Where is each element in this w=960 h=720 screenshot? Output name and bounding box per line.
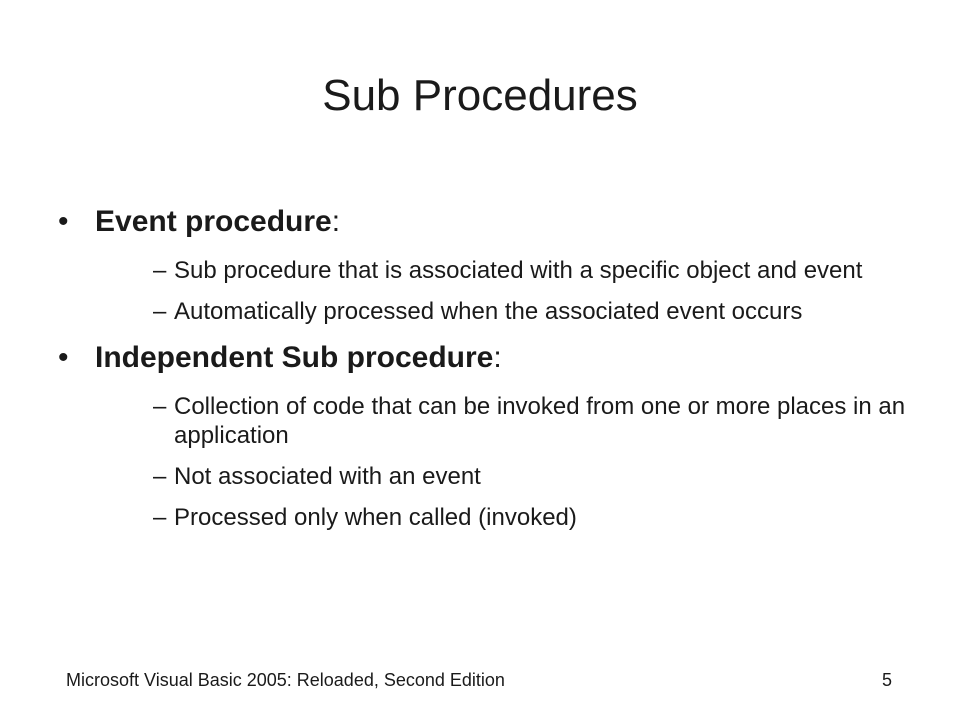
dash-symbol: – xyxy=(153,298,167,325)
footer-page-number: 5 xyxy=(881,670,892,690)
sub-bullet-text: Not associated with an event xyxy=(174,463,481,490)
bullet-heading: Independent Sub procedure xyxy=(95,341,494,374)
sub-bullet-text: Collection of code that can be invoked f… xyxy=(174,393,906,449)
sub-bullet-list: – Sub procedure that is associated with … xyxy=(95,256,908,326)
sub-bullet-item: – Processed only when called (invoked) xyxy=(95,503,908,532)
slide-content: • Event procedure: – Sub procedure that … xyxy=(58,200,908,540)
dash-symbol: – xyxy=(153,257,167,284)
sub-bullet-item: – Automatically processed when the assoc… xyxy=(95,297,908,326)
footer-course-title: Microsoft Visual Basic 2005: Reloaded, S… xyxy=(66,670,505,690)
bullet-independent-sub-procedure: • Independent Sub procedure: – Collectio… xyxy=(58,336,908,532)
dash-symbol: – xyxy=(153,393,167,420)
sub-bullet-item: – Collection of code that can be invoked… xyxy=(95,392,908,450)
bullet-heading: Event procedure xyxy=(95,205,332,238)
dash-symbol: – xyxy=(153,463,167,490)
bullet-colon: : xyxy=(493,341,502,374)
sub-bullet-text: Automatically processed when the associa… xyxy=(174,298,803,325)
sub-bullet-item: – Not associated with an event xyxy=(95,462,908,491)
sub-bullet-text: Sub procedure that is associated with a … xyxy=(174,257,863,284)
slide-title: Sub Procedures xyxy=(322,71,638,120)
bullet-symbol: • xyxy=(58,341,69,374)
dash-symbol: – xyxy=(153,504,167,531)
bullet-colon: : xyxy=(331,205,341,238)
bullet-event-procedure: • Event procedure: – Sub procedure that … xyxy=(58,200,908,326)
sub-bullet-item: – Sub procedure that is associated with … xyxy=(95,256,908,285)
bullet-symbol: • xyxy=(58,205,69,238)
sub-bullet-text: Processed only when called (invoked) xyxy=(174,504,577,531)
sub-bullet-list: – Collection of code that can be invoked… xyxy=(95,392,908,532)
